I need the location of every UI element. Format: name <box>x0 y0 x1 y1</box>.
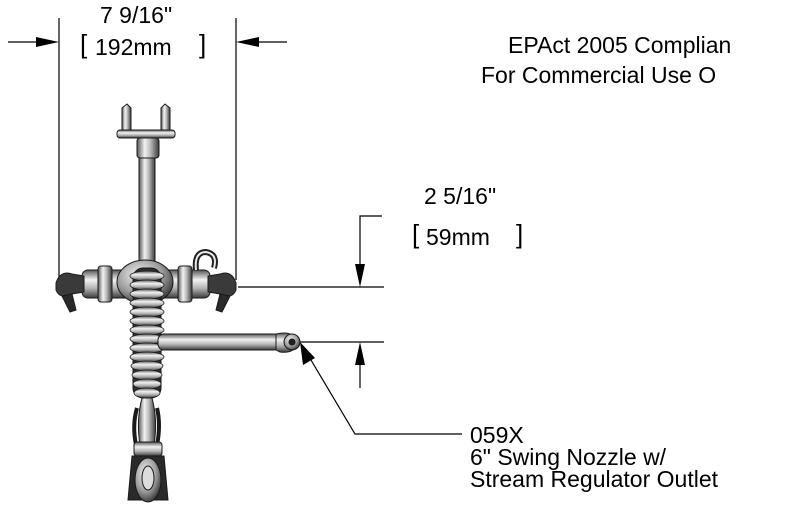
spring-hose-coil <box>129 267 165 446</box>
callout-description-line3: Stream Regulator Outlet <box>470 466 719 492</box>
left-lever-handle <box>55 272 85 297</box>
compliance-note-line1: EPAct 2005 Complian <box>508 32 732 58</box>
vertical-riser-pipe <box>138 157 156 264</box>
height-arrowhead-bottom <box>355 342 365 365</box>
swing-nozzle <box>157 332 301 353</box>
callout-part-number: 059X <box>470 422 524 448</box>
callout-leader-line <box>307 354 462 435</box>
height-metric-bracket-right: ] <box>516 219 524 249</box>
height-dimension <box>238 215 384 388</box>
faucet-assembly <box>55 103 301 503</box>
nozzle-callout-leader <box>300 342 462 435</box>
compliance-note-line2: For Commercial Use O <box>481 62 717 88</box>
right-lever-handle <box>207 272 237 297</box>
wall-bracket <box>116 103 176 159</box>
width-metric-label: 192mm <box>95 34 172 60</box>
height-metric-label: 59mm <box>426 224 490 250</box>
width-dimension <box>8 18 287 280</box>
callout-description-line2: 6" Swing Nozzle w/ <box>470 444 667 470</box>
width-arrowhead-right <box>236 37 259 47</box>
width-metric-bracket-right: ] <box>199 29 207 59</box>
height-metric-bracket-left: [ <box>412 219 420 249</box>
width-metric-bracket-left: [ <box>80 29 88 59</box>
callout-arrowhead <box>300 342 315 365</box>
width-imperial-label: 7 9/16" <box>100 2 173 28</box>
height-leader-top <box>359 215 382 272</box>
spray-valve <box>127 441 169 503</box>
height-arrowhead-top <box>355 264 365 287</box>
width-arrowhead-left <box>36 37 59 47</box>
height-imperial-label: 2 5/16" <box>424 183 497 209</box>
